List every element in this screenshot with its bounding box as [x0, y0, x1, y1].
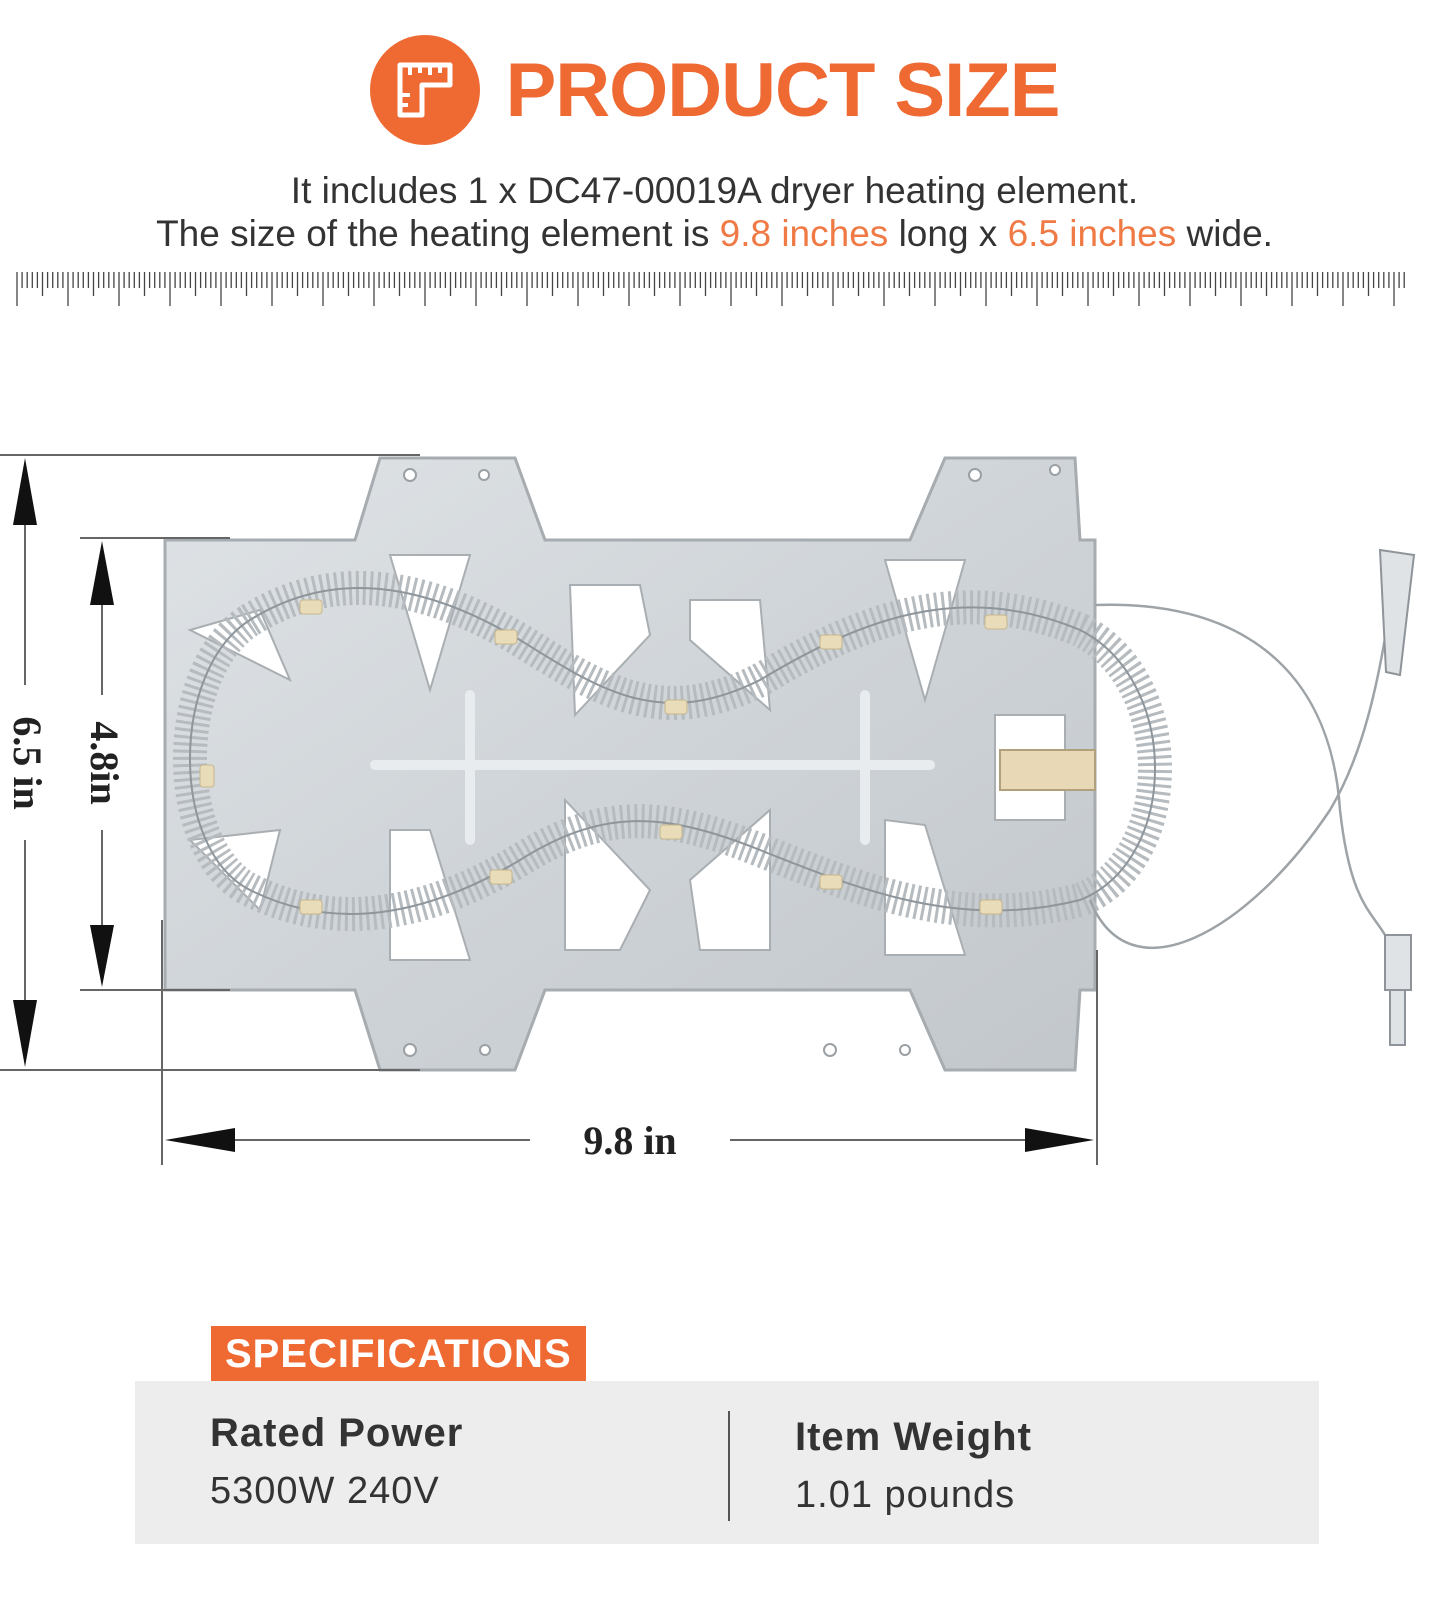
dimension-arrows [13, 458, 1094, 1152]
spec-divider [728, 1411, 730, 1521]
spec-item-weight: Item Weight 1.01 pounds [795, 1415, 1032, 1517]
description-mid: long x [888, 213, 1008, 254]
overall-height-label: 6.5 in [5, 716, 50, 809]
description-line-1: It includes 1 x DC47-00019A dryer heatin… [290, 170, 1139, 211]
wire-terminals [1378, 548, 1416, 1046]
ruler-scale [16, 272, 1405, 306]
specifications-panel: Rated Power 5300W 240V Item Weight 1.01 … [135, 1381, 1319, 1544]
spec-label: Rated Power [210, 1411, 464, 1455]
spec-label: Item Weight [795, 1415, 1032, 1459]
length-label: 9.8 in [583, 1118, 676, 1163]
ceramic-insulators [199, 599, 1008, 915]
specifications-heading: SPECIFICATIONS [211, 1326, 586, 1382]
plate-cutouts [187, 554, 967, 961]
plate-rib [370, 690, 935, 845]
page-title: PRODUCT SIZE [505, 47, 1061, 133]
description-prefix: The size of the heating element is [156, 213, 720, 254]
description-line-2: The size of the heating element is 9.8 i… [0, 213, 1429, 255]
product-diagram: 6.5 in 4.8in 9.8 in [0, 454, 1416, 1165]
inner-height-label: 4.8in [82, 721, 127, 804]
mounting-holes [403, 464, 1061, 1057]
spec-rated-power: Rated Power 5300W 240V [210, 1411, 463, 1513]
terminal-block [999, 749, 1096, 791]
lead-wire-1 [1094, 603, 1387, 936]
spec-value: 5300W 240V [210, 1470, 440, 1512]
dimension-lines [0, 454, 1098, 1165]
lead-wire-2 [1088, 569, 1397, 949]
header: PRODUCT SIZE [0, 30, 1429, 150]
description-suffix: wide. [1176, 213, 1273, 254]
width-highlight: 6.5 inches [1007, 213, 1177, 254]
length-highlight: 9.8 inches [719, 213, 889, 254]
ruler-icon [369, 35, 480, 145]
spec-value: 1.01 pounds [795, 1474, 1016, 1516]
